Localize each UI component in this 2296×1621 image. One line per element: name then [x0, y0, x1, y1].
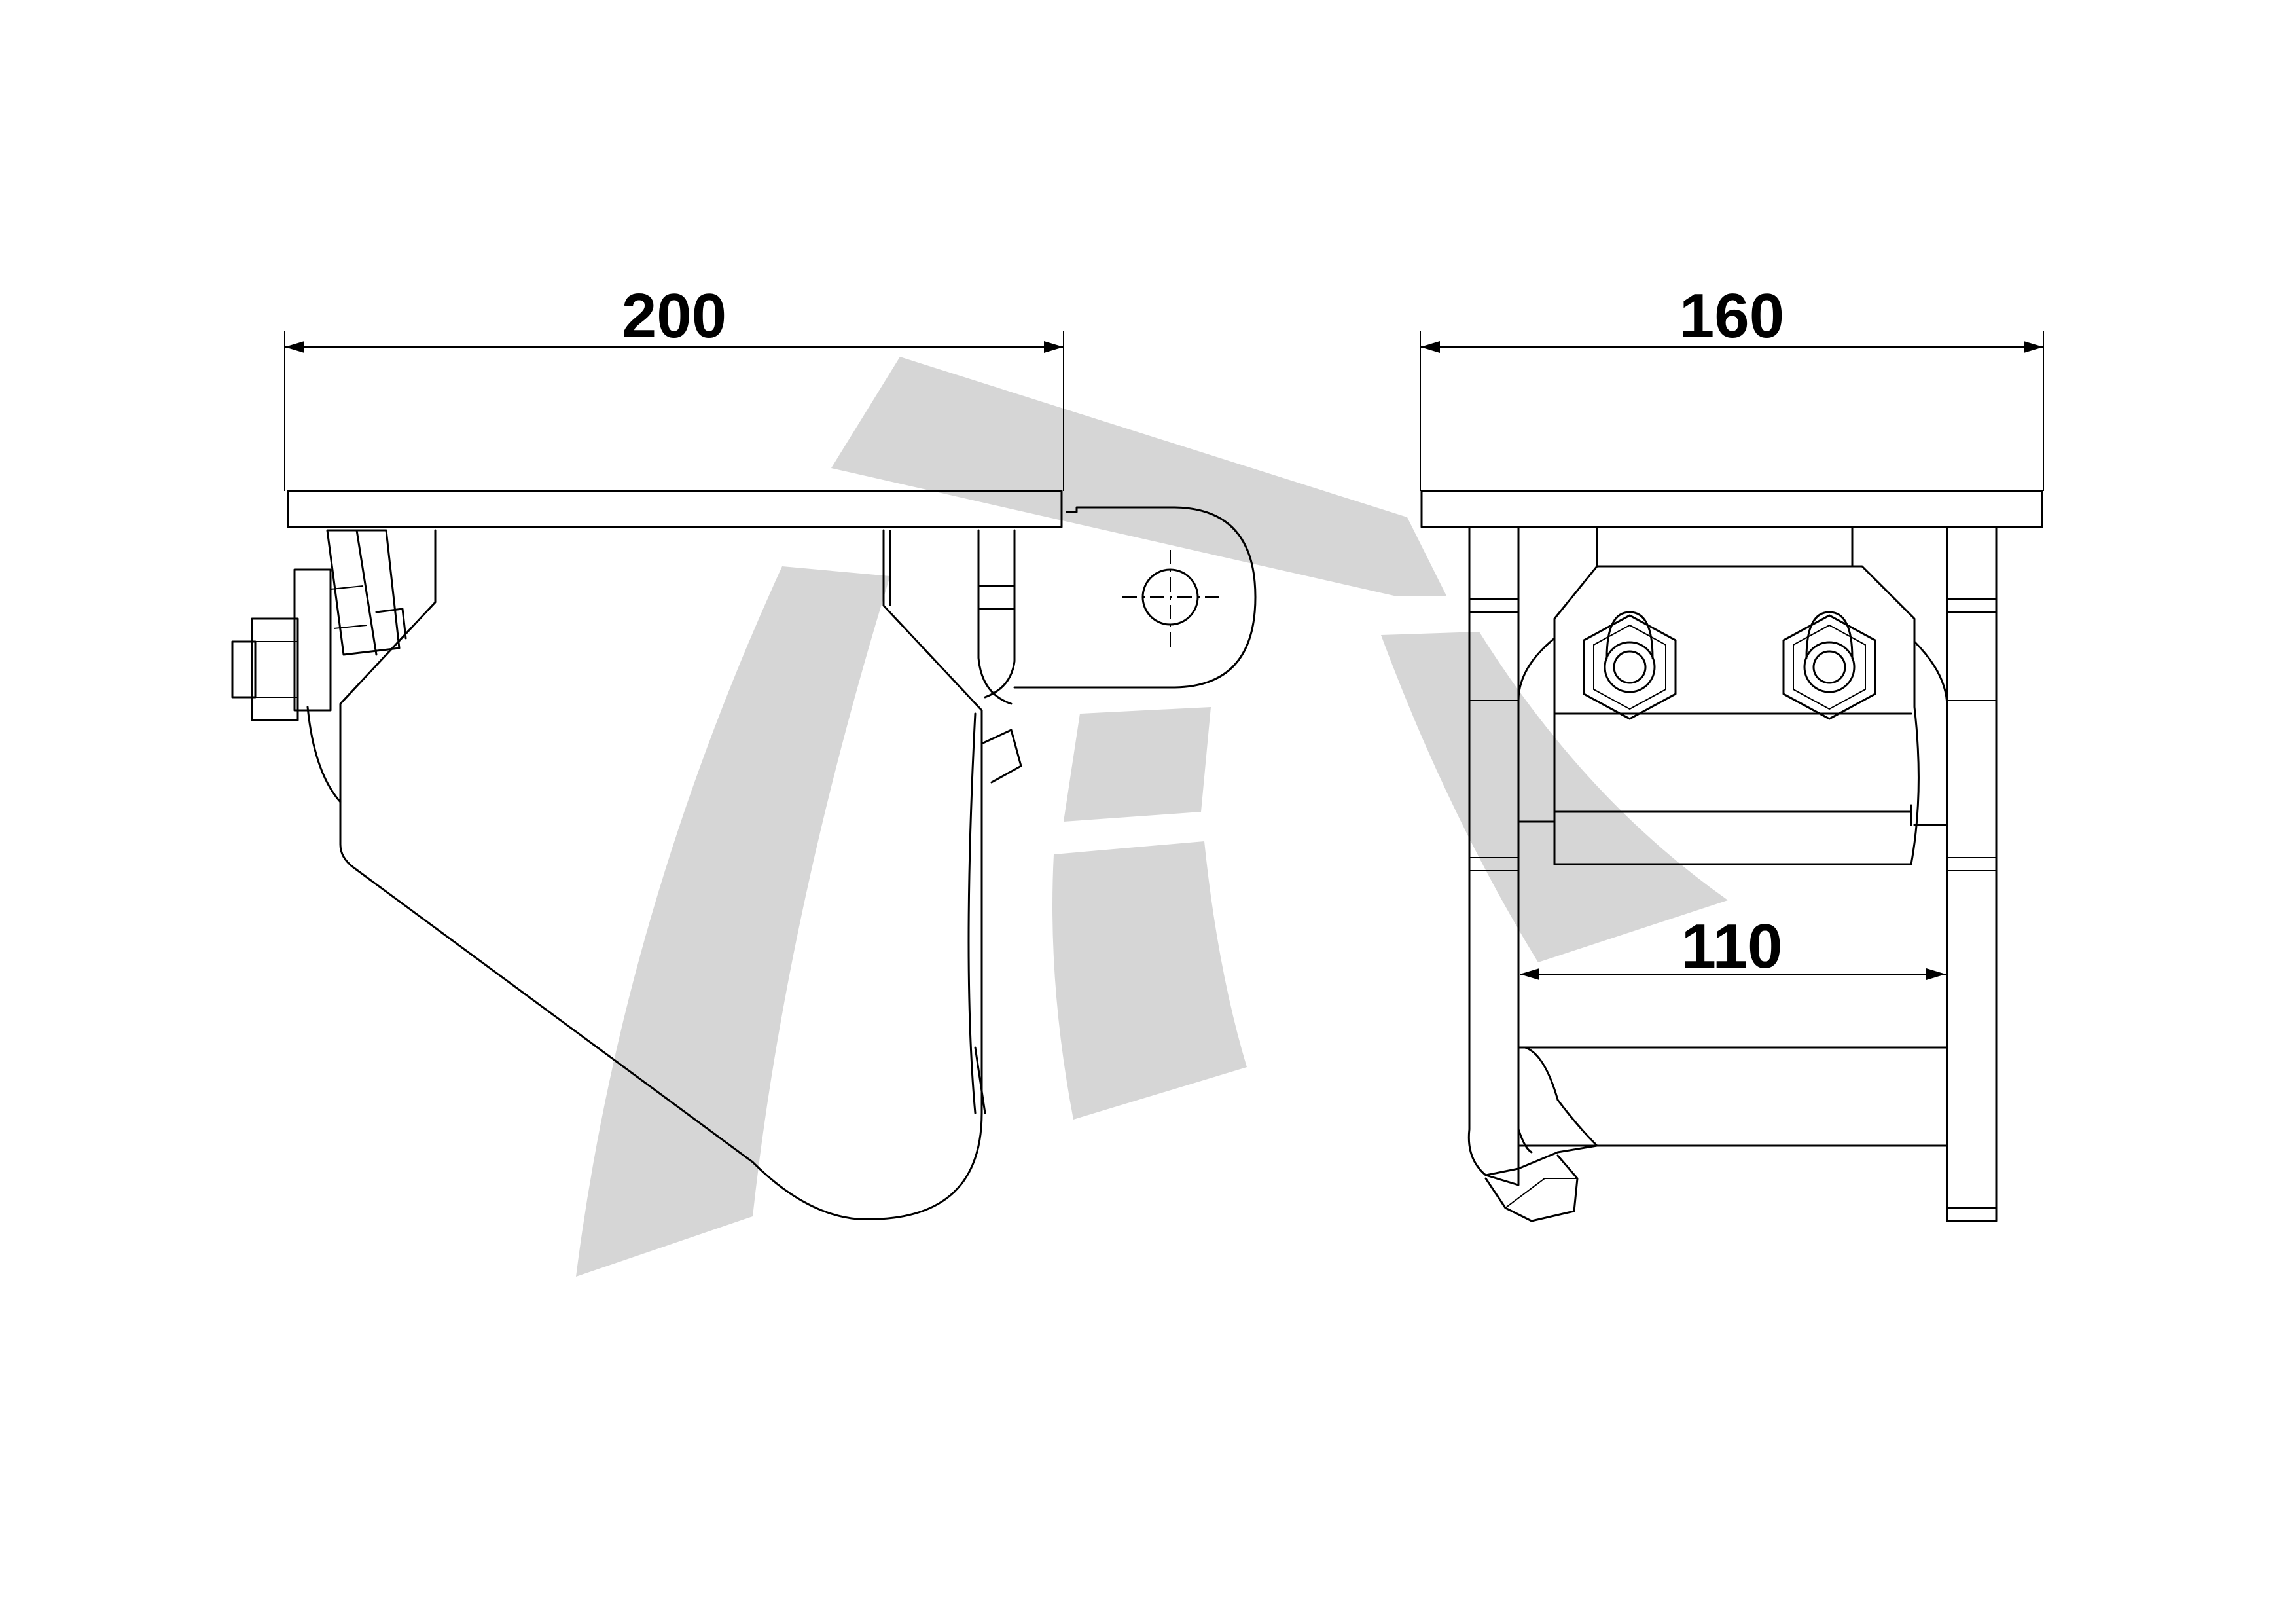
bolt-nut	[251, 617, 299, 721]
side-lever	[982, 729, 1022, 784]
front-upper-strip	[1596, 526, 1854, 568]
watermark-middle-stroke	[1064, 707, 1211, 822]
bolt-end	[231, 640, 257, 699]
watermark-crossbar	[1052, 841, 1247, 1120]
front-bolt-left	[1583, 611, 1677, 720]
dimension-label-200: 200	[622, 281, 726, 351]
side-hinge-tube	[977, 529, 1016, 705]
dimension-200: 200	[284, 281, 1064, 491]
side-left-bracket	[231, 529, 407, 803]
front-mount-block	[1553, 565, 1920, 865]
side-view: 200	[231, 281, 1257, 1220]
front-bottom-hook	[1484, 1154, 1579, 1222]
dimension-160: 160	[1420, 281, 2044, 491]
dimension-label-110: 110	[1681, 911, 1783, 981]
dimension-110: 110	[1520, 911, 1946, 981]
bolt-washer	[293, 568, 332, 712]
front-right-column	[1946, 526, 1998, 1222]
side-hinge-ear	[1013, 506, 1257, 689]
front-view: 160	[1420, 281, 2044, 1222]
dimension-label-160: 160	[1679, 281, 1784, 351]
front-bolt-right	[1782, 611, 1876, 720]
side-main-body	[339, 529, 983, 1220]
watermark-top-bar	[831, 357, 1446, 596]
front-bottom-lip	[1524, 1046, 1948, 1147]
front-top-plate	[1420, 490, 2043, 528]
side-top-plate	[287, 490, 1063, 528]
watermark-left-stroke	[576, 566, 890, 1277]
